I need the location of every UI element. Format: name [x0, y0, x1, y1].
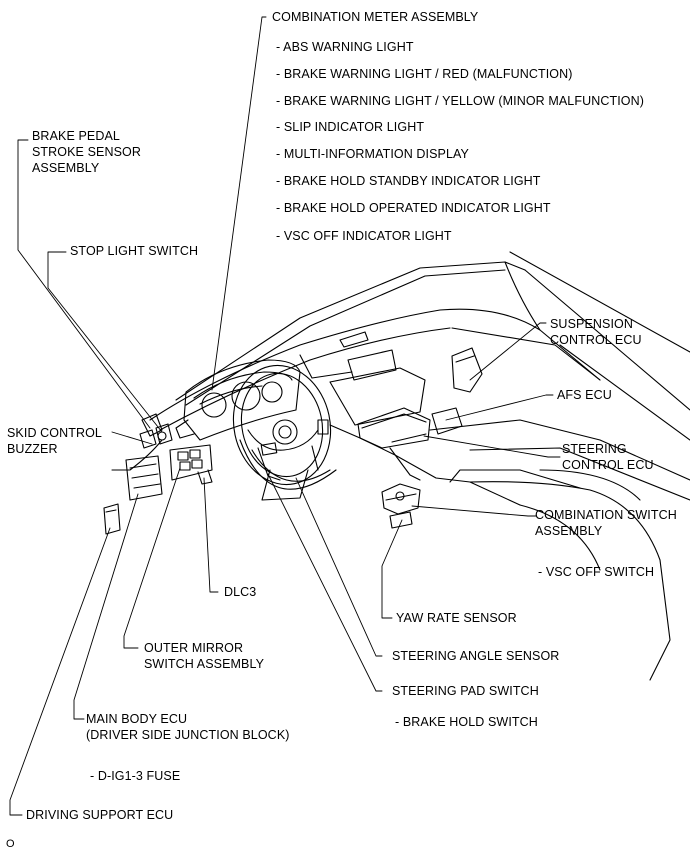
suspension-ecu-shape: [451, 347, 483, 393]
combination-meter-title: COMBINATION METER ASSEMBLY: [272, 10, 479, 24]
meter-item-vsc-off: - VSC OFF INDICATOR LIGHT: [276, 229, 452, 243]
center-display: [329, 349, 426, 426]
meter-item-brake-yellow: - BRAKE WARNING LIGHT / YELLOW (MINOR MA…: [276, 94, 644, 108]
suspension-ecu-label: SUSPENSION CONTROL ECU: [550, 317, 642, 347]
steering-control-ecu-label: STEERING CONTROL ECU: [562, 442, 654, 472]
driving-support-ecu-label: DRIVING SUPPORT ECU: [26, 808, 174, 822]
leader-lines: [9, 16, 561, 816]
meter-item-slip: - SLIP INDICATOR LIGHT: [276, 120, 425, 134]
steering-pad-switch-label: STEERING PAD SWITCH: [392, 684, 539, 698]
skid-control-buzzer-label: SKID CONTROL BUZZER: [7, 426, 102, 456]
brake-hold-switch-label: - BRAKE HOLD SWITCH: [395, 715, 538, 729]
pedal-area-components: [139, 413, 173, 449]
left-lower-dash: [111, 439, 213, 485]
meter-item-abs-warning: - ABS WARNING LIGHT: [276, 40, 414, 54]
afs-ecu-label: AFS ECU: [557, 388, 612, 402]
driving-support-ecu-shape: [103, 503, 121, 535]
windshield-outline: [175, 251, 690, 411]
meter-item-multi-info: - MULTI-INFORMATION DISPLAY: [276, 147, 469, 161]
meter-item-brake-hold-standby: - BRAKE HOLD STANDBY INDICATOR LIGHT: [276, 174, 541, 188]
combination-switch-label: COMBINATION SWITCH ASSEMBLY: [535, 508, 677, 538]
junction-block: [125, 455, 163, 501]
main-body-ecu-label: MAIN BODY ECU (DRIVER SIDE JUNCTION BLOC…: [86, 712, 290, 742]
steering-wheel: [232, 364, 337, 490]
corner-mark: O: [6, 838, 15, 850]
dlc3-label: DLC3: [224, 585, 257, 599]
stop-light-switch-label: STOP LIGHT SWITCH: [70, 244, 199, 258]
yaw-rate-sensor-label: YAW RATE SENSOR: [396, 611, 517, 625]
meter-item-brake-red: - BRAKE WARNING LIGHT / RED (MALFUNCTION…: [276, 67, 573, 81]
dashboard-top: [149, 308, 690, 441]
center-console: [329, 424, 671, 681]
meter-item-brake-hold-operated: - BRAKE HOLD OPERATED INDICATOR LIGHT: [276, 201, 551, 215]
vsc-off-switch-label: - VSC OFF SWITCH: [538, 565, 655, 579]
steering-angle-sensor-label: STEERING ANGLE SENSOR: [392, 649, 560, 663]
steering-column: [261, 469, 309, 501]
yaw-rate-switch-shape: [381, 483, 421, 529]
right-dash: [429, 419, 690, 501]
d-ig1-fuse-label: - D-IG1-3 FUSE: [90, 769, 181, 783]
instrument-cluster: [175, 359, 301, 441]
brake-pedal-sensor-label: BRAKE PEDAL STROKE SENSOR ASSEMBLY: [32, 129, 141, 175]
outer-mirror-switch-label: OUTER MIRROR SWITCH ASSEMBLY: [144, 641, 265, 671]
